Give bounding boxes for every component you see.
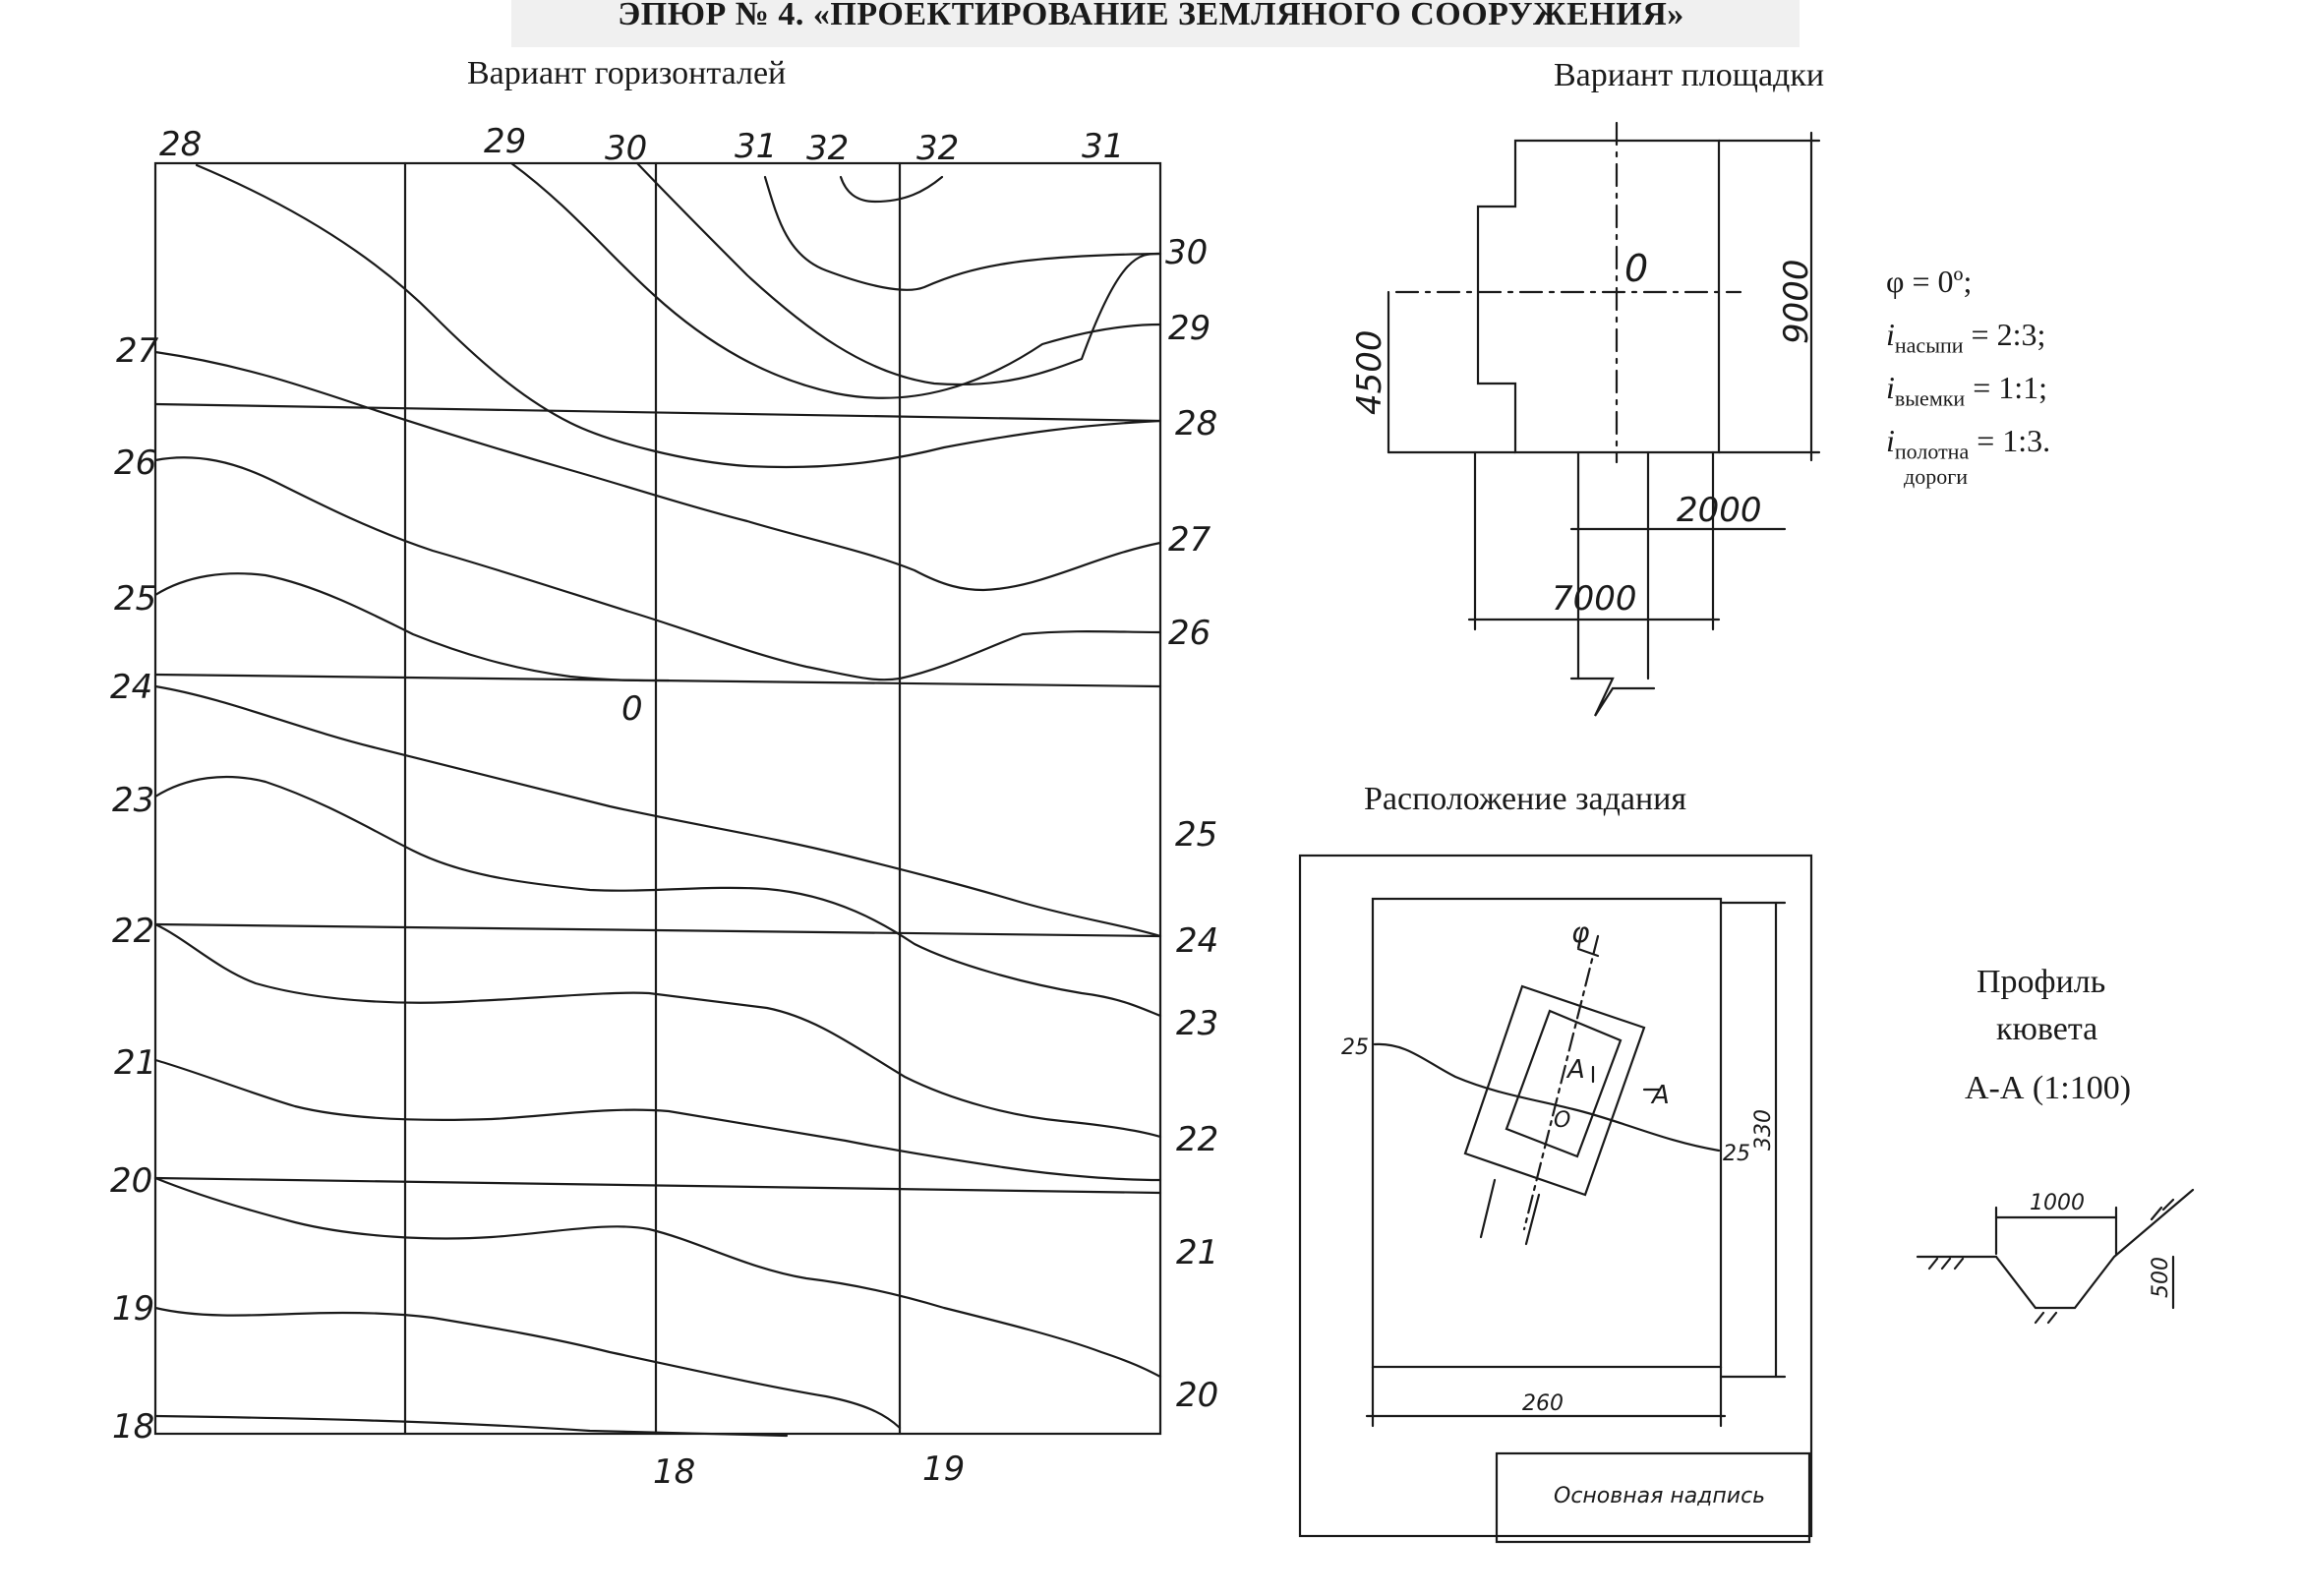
grid-line-horizontal xyxy=(153,1176,1162,1195)
title-block-frame xyxy=(1495,1451,1811,1544)
ditch-profile-caption-2: кювета xyxy=(1996,1011,2098,1047)
right-label: 27 xyxy=(1168,520,1211,560)
layout-center-label: O xyxy=(1554,1108,1570,1133)
left-label: 18 xyxy=(112,1407,154,1447)
top-label: 29 xyxy=(484,122,526,161)
ground-hatching xyxy=(1927,1198,2175,1325)
ditch-profile-caption-1: Профиль xyxy=(1977,964,2106,1000)
contour-line xyxy=(153,572,671,682)
right-label: 25 xyxy=(1175,815,1217,855)
top-label: 31 xyxy=(1082,127,1124,166)
contour-line xyxy=(153,350,1162,592)
platform-dim-7000: 7000 xyxy=(1552,579,1637,619)
contour-line xyxy=(839,175,944,204)
top-label: 28 xyxy=(159,125,202,164)
layout-dim-330: 330 xyxy=(1751,1109,1776,1151)
ditch-profile-outline xyxy=(1916,1188,2195,1310)
rotated-road xyxy=(1479,1178,1541,1246)
rotated-axis xyxy=(1522,934,1600,1231)
contour-line xyxy=(153,1306,902,1430)
layout-contour-25 xyxy=(1373,1042,1721,1153)
grid-line-horizontal xyxy=(153,402,1162,423)
platform-center-label: 0 xyxy=(1624,247,1648,290)
layout-sheet-caption: Расположение задания xyxy=(1364,781,1687,817)
layout-sheet xyxy=(1298,854,1813,1544)
contour-line xyxy=(153,922,1162,1139)
platform-dim-9000: 9000 xyxy=(1777,259,1816,344)
contour-line xyxy=(153,1414,789,1438)
right-label: 28 xyxy=(1175,404,1217,443)
ditch-profile xyxy=(1916,1188,2195,1325)
right-label: 30 xyxy=(1165,233,1208,272)
ditch-dim-1000: 1000 xyxy=(2030,1191,2085,1215)
layout-dim-260: 260 xyxy=(1522,1391,1564,1416)
fill-slope-parameter: iнасыпи = 2:3; xyxy=(1886,317,2046,358)
layout-sheet-outer-frame xyxy=(1298,854,1813,1538)
bottom-label: 18 xyxy=(653,1452,695,1492)
contour-line xyxy=(635,161,1162,386)
layout-phi-label: φ xyxy=(1571,916,1590,949)
platform-outline xyxy=(1476,139,1721,454)
contour-line xyxy=(153,1058,1162,1182)
right-label: 23 xyxy=(1176,1004,1218,1043)
phi-arc-mark xyxy=(1576,947,1600,958)
contour-map xyxy=(153,161,1162,1438)
right-label: 22 xyxy=(1176,1120,1218,1159)
layout-sheet-inner-frame xyxy=(1371,897,1723,1369)
rotated-platform-outer xyxy=(1463,984,1646,1197)
top-label: 31 xyxy=(735,127,777,166)
contour-map-caption: Вариант горизонталей xyxy=(467,55,787,91)
left-label: 23 xyxy=(112,781,154,820)
road-slope-parameter: iполотна = 1:3. xyxy=(1886,423,2051,464)
title-plate xyxy=(511,0,1800,47)
layout-contour-label-left: 25 xyxy=(1341,1035,1369,1060)
road-break-mark xyxy=(1569,677,1656,717)
right-label: 26 xyxy=(1168,614,1210,653)
top-label: 32 xyxy=(806,129,849,168)
left-label: 22 xyxy=(112,912,154,951)
title-block-label: Основная надпись xyxy=(1554,1484,1765,1508)
right-label: 21 xyxy=(1176,1233,1218,1272)
phi-parameter: φ = 0º; xyxy=(1886,264,1973,299)
left-label: 19 xyxy=(112,1289,154,1329)
grid-line-horizontal xyxy=(153,922,1162,938)
left-label: 20 xyxy=(110,1161,152,1201)
contour-line xyxy=(153,684,1162,938)
contour-line xyxy=(153,456,1162,681)
left-label: 25 xyxy=(114,579,156,619)
left-label: 24 xyxy=(110,668,152,707)
contour-line xyxy=(763,175,1162,291)
left-label: 27 xyxy=(116,331,159,371)
layout-section-a1: A xyxy=(1565,1055,1585,1085)
contour-center-point-label: 0 xyxy=(621,689,643,729)
page-title: ЭПЮР № 4. «ПРОЕКТИРОВАНИЕ ЗЕМЛЯНОГО СООР… xyxy=(618,0,1684,32)
ditch-profile-caption-3: А-А (1:100) xyxy=(1965,1070,2132,1106)
right-label: 20 xyxy=(1176,1376,1218,1415)
layout-section-a2: A xyxy=(1650,1081,1670,1110)
contour-map-frame xyxy=(153,161,1162,1436)
platform-dim-4500: 4500 xyxy=(1350,329,1389,415)
contour-line xyxy=(153,1176,1162,1379)
left-label: 21 xyxy=(114,1043,156,1083)
contour-line xyxy=(153,775,1162,1018)
layout-contour-label-right: 25 xyxy=(1723,1142,1750,1166)
top-label: 32 xyxy=(916,129,959,168)
platform-caption: Вариант площадки xyxy=(1554,57,1825,93)
platform-plan xyxy=(1387,121,1821,717)
platform-dim-2000: 2000 xyxy=(1677,491,1762,530)
road-slope-subscript-2: дороги xyxy=(1904,464,1968,489)
rotated-platform-inner xyxy=(1505,1009,1623,1158)
left-label: 26 xyxy=(114,443,156,483)
ditch-dim-500: 500 xyxy=(2149,1257,2173,1298)
cut-slope-parameter: iвыемки = 1:1; xyxy=(1886,370,2048,411)
contour-line xyxy=(509,161,1162,399)
bottom-label: 19 xyxy=(922,1449,965,1489)
top-label: 30 xyxy=(605,129,647,168)
right-label: 24 xyxy=(1176,921,1218,961)
contour-line xyxy=(195,163,1162,469)
right-label: 29 xyxy=(1168,309,1210,348)
